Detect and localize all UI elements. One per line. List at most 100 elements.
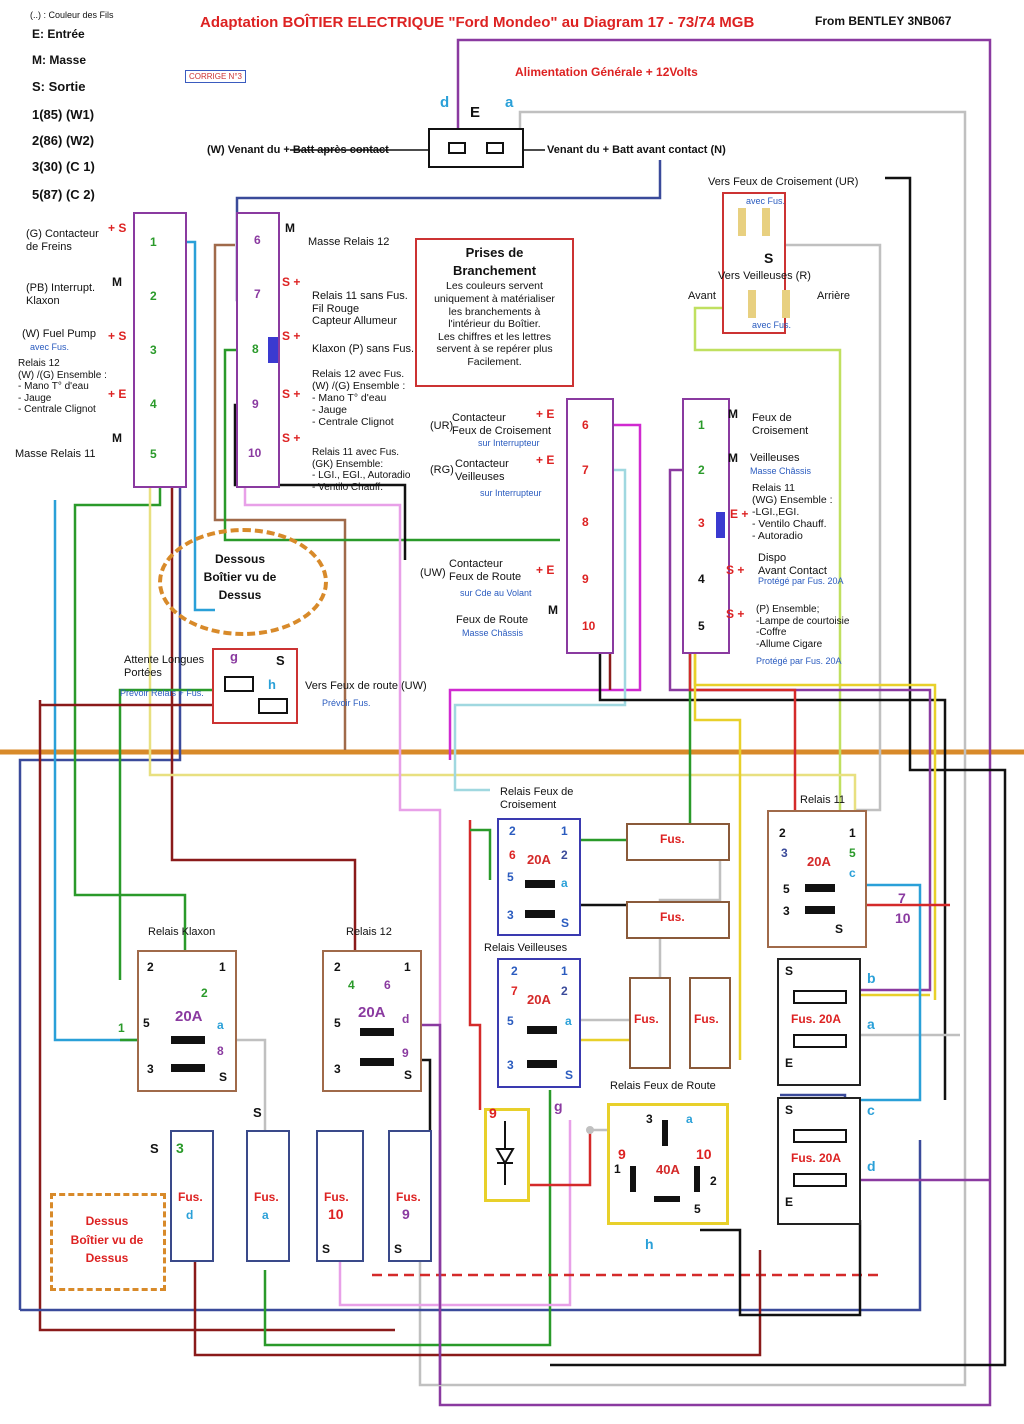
note-box: Prises de Branchement Les couleurs serve… (415, 238, 574, 387)
wire-letter-a: a (505, 94, 514, 111)
relais-klaxon: 2 1 2 5 20A a 8 3 S (137, 950, 237, 1092)
relais-12: 2 1 4 6 5 20A d 9 3 S (322, 950, 422, 1092)
relais-11-amp: 20A (807, 854, 831, 869)
veilleuses-label: Vers Veilleuses (R) (718, 270, 811, 282)
center-row-10-type: M (548, 603, 558, 617)
main-supply-connector (428, 128, 524, 168)
wire-7-label: 7 (898, 890, 906, 906)
fuse-s-label: S (150, 1141, 159, 1156)
legend-item: (..) : Couleur des Fils (30, 10, 114, 20)
mid-row-6-label: Masse Relais 12 (308, 236, 390, 248)
mid-row-10-num: 10 (248, 446, 262, 460)
center-row-9-label: Contacteur Feux de Route (449, 558, 522, 583)
right-row-4-type: S + (726, 563, 745, 577)
mid-row-9-num: 9 (252, 397, 259, 411)
center-row-9-num: 9 (582, 572, 589, 586)
attente-connector (212, 648, 298, 724)
left-row-2-num: 2 (150, 289, 157, 303)
big-fuse-1: S Fus. 20A E (777, 958, 861, 1086)
arriere-label: Arrière (817, 290, 851, 302)
avec-fus-label: avec Fus. (746, 196, 786, 206)
dessous-ellipse (158, 528, 328, 636)
right-row-1-label: Feux de Croisement (752, 412, 809, 437)
center-row-7-tag: (RG) (430, 464, 454, 476)
fuse-route-a: Fus. (629, 977, 671, 1069)
relais-veilleuses-amp: 20A (527, 992, 551, 1007)
right-row-4-sub: Protégé par Fus. 20A (758, 576, 844, 586)
fuse-2-s-label: S (253, 1105, 262, 1120)
relais-klaxon-amp: 20A (175, 1008, 203, 1025)
mid-row-9-label: Relais 12 avec Fus. (W) /(G) Ensemble : … (312, 368, 406, 429)
relais-route-title: Relais Feux de Route (610, 1080, 716, 1092)
attente-s: S (276, 653, 285, 668)
relais-11-title: Relais 11 (800, 794, 846, 806)
mid-row-7-label: Relais 11 sans Fus. Fil Rouge Capteur Al… (312, 290, 408, 328)
relais-12-amp: 20A (358, 1004, 386, 1021)
mid-row-6-num: 6 (254, 233, 261, 247)
left-row-4-label: Relais 12 (W) /(G) Ensemble : - Mano T° … (18, 358, 107, 415)
dessous-label: Dessous Boîtier vu de Dessus (203, 552, 277, 602)
relais-route-amp: 40A (656, 1162, 680, 1177)
center-connector (566, 398, 614, 654)
center-row-10-num: 10 (582, 619, 596, 633)
center-row-10-label: Feux de Route (456, 614, 529, 626)
relais11-pin-marker (716, 512, 725, 538)
corrige-badge: CORRIGE N°3 (185, 70, 246, 84)
left-row-3-num: 3 (150, 343, 157, 357)
fuse-1: 3 Fus. d (170, 1130, 214, 1262)
right-row-2-num: 2 (698, 463, 705, 477)
left-row-1-num: 1 (150, 235, 157, 249)
supply-label: Alimentation Générale + 12Volts (515, 65, 698, 79)
klaxon-pin-marker (268, 337, 278, 363)
mid-row-8-label: Klaxon (P) sans Fus. (312, 343, 415, 355)
right-row-1-type: M (728, 407, 738, 421)
right-row-3-type: E + (730, 507, 749, 521)
dessus-label: Dessus Boîtier vu de Dessus (70, 1214, 144, 1266)
left-connector (133, 212, 187, 488)
center-row-7-type: + E (536, 453, 555, 467)
diode-block: 9 (484, 1105, 530, 1202)
left-row-3-label: (W) Fuel Pump (22, 328, 96, 340)
right-row-2-label: Veilleuses (750, 452, 800, 464)
left-row-5-label: Masse Relais 11 (15, 448, 96, 460)
attente-g: g (230, 649, 238, 664)
left-row-1-type: + S (108, 221, 127, 235)
mid-row-9-type: S + (282, 387, 301, 401)
relais-croisement-title: Relais Feux de Croisement (500, 786, 574, 811)
legend-item: 2(86) (W2) (32, 133, 95, 148)
mid-row-8-type: S + (282, 329, 301, 343)
relais-veilleuses-title: Relais Veilleuses (484, 942, 568, 954)
center-row-7-sub: sur Interrupteur (480, 488, 542, 498)
left-row-5-num: 5 (150, 447, 157, 461)
center-row-8-num: 8 (582, 515, 589, 529)
left-row-3-type: + S (108, 329, 127, 343)
mid-row-8-num: 8 (252, 342, 259, 356)
mid-row-7-num: 7 (254, 287, 261, 301)
left-row-3-sub: avec Fus. (30, 342, 70, 352)
right-row-3-num: 3 (698, 516, 705, 530)
legend-item: 3(30) (C 1) (32, 159, 95, 174)
wire-letter-d: d (440, 94, 450, 111)
left-row-4-num: 4 (150, 397, 157, 411)
center-row-6-type: + E (536, 407, 555, 421)
note-text: Les couleurs servent uniquement à matéri… (434, 280, 555, 368)
center-row-10-sub: Masse Châssis (462, 628, 524, 638)
left-row-4-type: + E (108, 387, 127, 401)
entry-e-label: E (470, 104, 481, 121)
wire-d-label: d (867, 1158, 876, 1174)
center-row-9-type: + E (536, 563, 555, 577)
center-row-7-num: 7 (582, 463, 589, 477)
relais-klaxon-title: Relais Klaxon (148, 926, 216, 938)
avec-fus-label-2: avec Fus. (752, 320, 792, 330)
center-row-9-tag: (UW) (420, 567, 446, 579)
attente-label: Attente Longues Portées (124, 654, 205, 679)
fuse-veilleuses: Fus. (626, 901, 730, 939)
mid-row-10-type: S + (282, 431, 301, 445)
dessus-box (50, 1193, 166, 1291)
mid-connector (236, 212, 280, 488)
mid-row-10-label: Relais 11 avec Fus. (GK) Ensemble: - LGI… (312, 447, 411, 493)
legend-item: E: Entrée (32, 27, 85, 41)
right-row-4-label: Dispo Avant Contact (758, 552, 827, 577)
big-fuse-2: S Fus. 20A E (777, 1097, 861, 1225)
